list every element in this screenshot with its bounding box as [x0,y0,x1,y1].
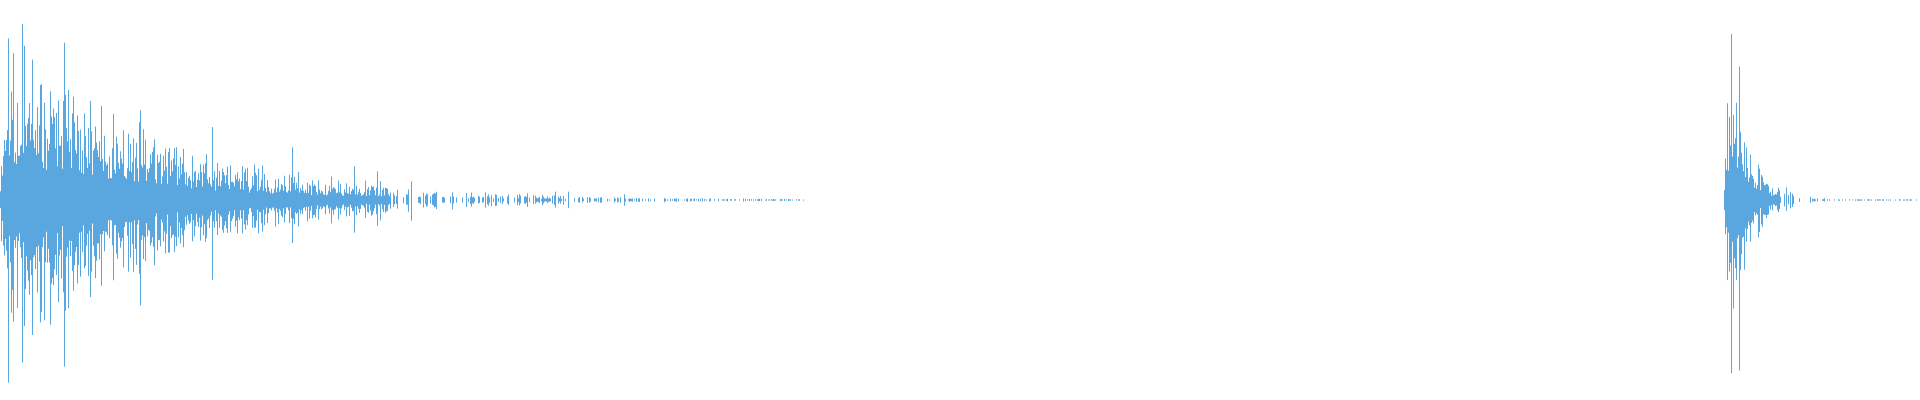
waveform-trace [0,24,1917,383]
waveform-burst-1 [0,24,804,383]
waveform-burst-2 [1724,34,1917,374]
